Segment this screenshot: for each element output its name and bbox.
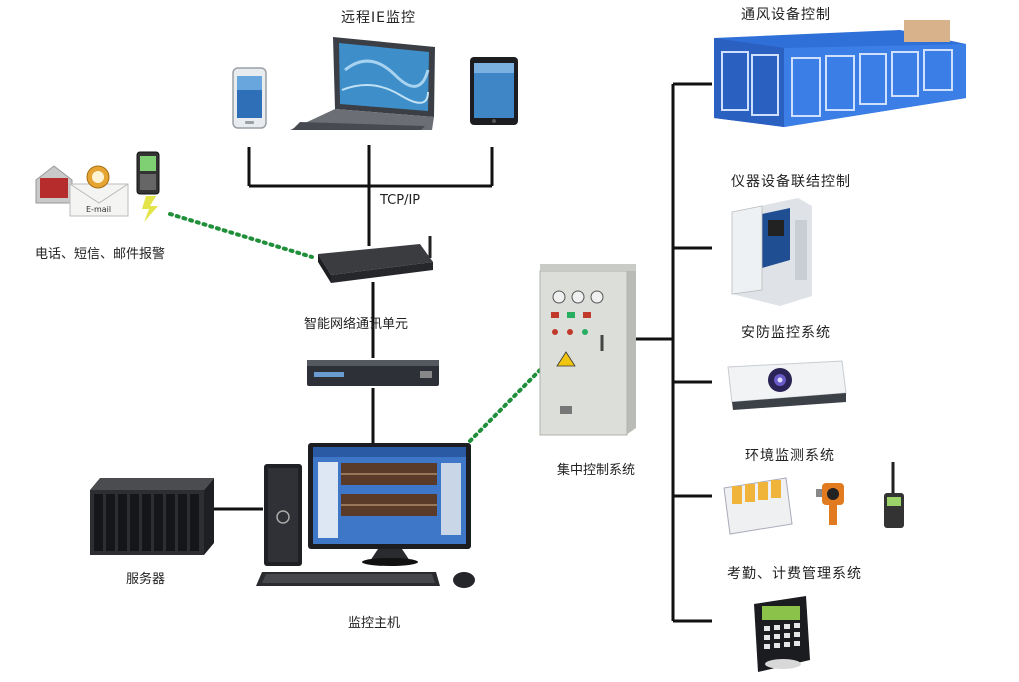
remote-ie-label: 远程IE监控	[341, 10, 416, 26]
alarm-dotted-link	[168, 212, 314, 259]
router-icon	[318, 236, 433, 283]
connection-lines	[214, 82, 712, 623]
alarm-icons: E-mail	[35, 151, 160, 222]
mouse-icon	[453, 572, 475, 588]
smartphone-icon	[232, 67, 267, 129]
comm-unit-label: 智能网络通讯单元	[304, 317, 409, 332]
handheld-sensor-icon	[884, 462, 904, 528]
pc-tower-icon	[264, 464, 302, 566]
instrument-label: 仪器设备联结控制	[731, 174, 851, 190]
envelope-icon	[69, 183, 129, 217]
tcpip-label: TCP/IP	[380, 193, 421, 208]
server-rack-icon	[90, 478, 214, 555]
central-control-label: 集中控制系统	[557, 463, 636, 478]
keyboard-icon	[256, 572, 440, 586]
environment-devices-icon	[723, 462, 904, 535]
control-cabinet-icon	[539, 264, 636, 436]
ventilation-unit-icon	[714, 20, 966, 127]
monitor-icon	[308, 443, 471, 566]
monitor-host-label: 监控主机	[348, 616, 401, 631]
email-badge: E-mail	[86, 205, 111, 214]
environment-label: 环境监测系统	[745, 448, 835, 464]
attendance-label: 考勤、计费管理系统	[727, 566, 862, 582]
lightning-icon	[142, 196, 158, 222]
projector-icon	[727, 360, 847, 410]
gas-detector-icon	[816, 483, 844, 525]
alarm-label: 电话、短信、邮件报警	[35, 247, 166, 262]
dotted-links	[168, 212, 542, 443]
tablet-icon	[470, 57, 518, 125]
instrument-icon	[731, 198, 812, 306]
ventilation-label: 通风设备控制	[741, 7, 831, 23]
server-label: 服务器	[126, 572, 166, 587]
security-label: 安防监控系统	[741, 325, 831, 341]
cabinet-dotted-link	[468, 368, 542, 443]
laptop-icon	[290, 37, 435, 130]
attendance-terminal-icon	[754, 596, 810, 672]
network-switch-icon	[307, 360, 439, 386]
